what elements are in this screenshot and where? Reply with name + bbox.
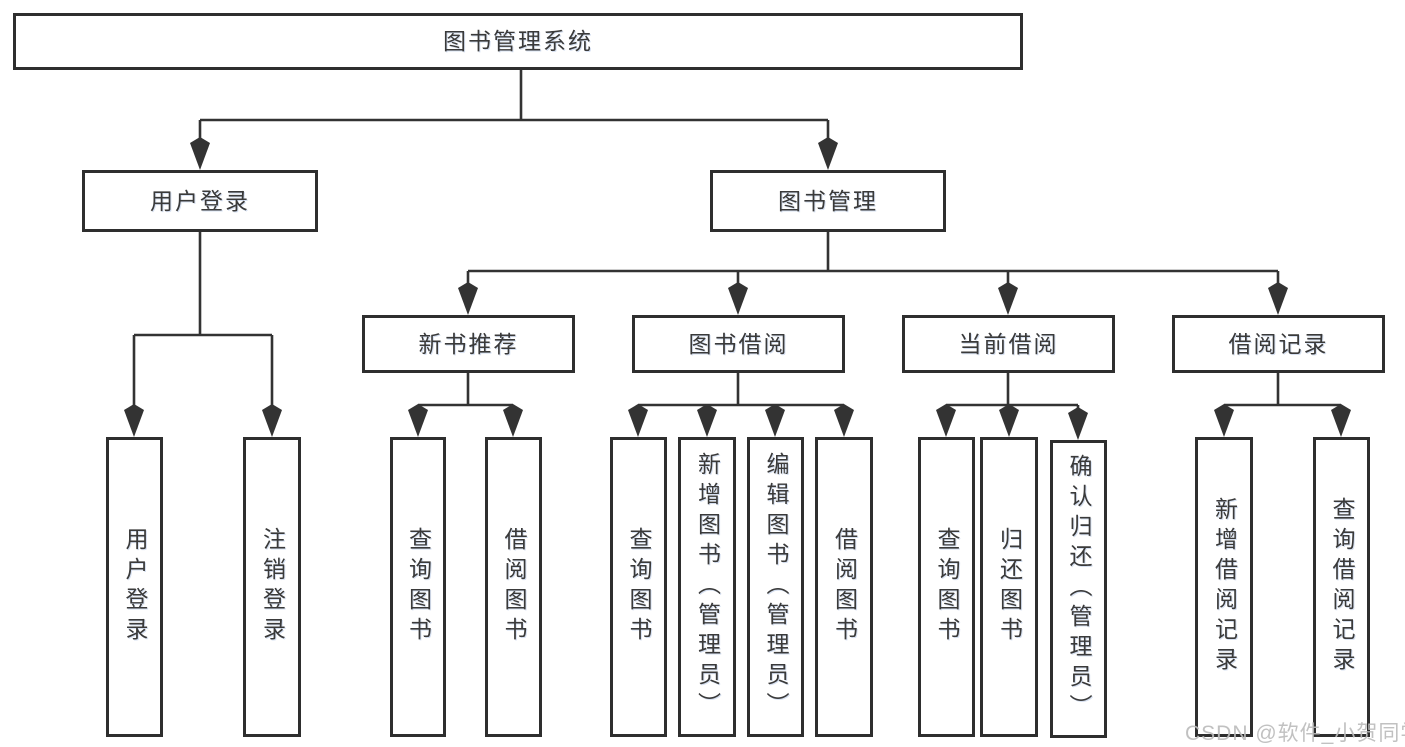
node-leaf-add-book-admin: 新增图书（管理员） bbox=[678, 437, 736, 737]
node-leaf-query-book-1: 查询图书 bbox=[390, 437, 446, 737]
node-leaf-add-borrow-record: 新增借阅记录 bbox=[1195, 437, 1253, 737]
node-leaf-logout: 注销登录 bbox=[243, 437, 301, 737]
node-leaf-edit-book-admin: 编辑图书（管理员） bbox=[747, 437, 804, 737]
node-leaf-query-book-3: 查询图书 bbox=[918, 437, 975, 737]
node-book-borrow: 图书借阅 bbox=[632, 315, 845, 373]
node-leaf-query-borrow-record: 查询借阅记录 bbox=[1313, 437, 1370, 737]
node-user-login: 用户登录 bbox=[82, 170, 318, 232]
node-leaf-query-book-2: 查询图书 bbox=[610, 437, 667, 737]
node-leaf-user-login: 用户登录 bbox=[106, 437, 163, 737]
node-leaf-confirm-return-admin: 确认归还（管理员） bbox=[1050, 440, 1107, 738]
node-new-book-recommend: 新书推荐 bbox=[362, 315, 575, 373]
node-book-management: 图书管理 bbox=[710, 170, 946, 232]
node-leaf-borrow-book-2: 借阅图书 bbox=[815, 437, 873, 737]
node-current-borrow: 当前借阅 bbox=[902, 315, 1115, 373]
node-leaf-borrow-book-1: 借阅图书 bbox=[485, 437, 542, 737]
node-leaf-return-book: 归还图书 bbox=[980, 437, 1038, 737]
node-root: 图书管理系统 bbox=[13, 13, 1023, 70]
node-borrow-records: 借阅记录 bbox=[1172, 315, 1385, 373]
watermark: CSDN @软件_小贺同学 bbox=[1185, 722, 1405, 745]
